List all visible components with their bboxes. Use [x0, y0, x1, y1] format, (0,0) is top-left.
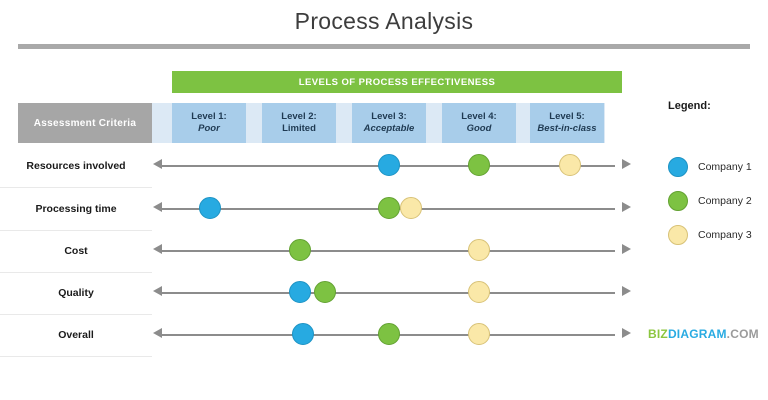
- rating-axis: [152, 145, 632, 187]
- level-header-4[interactable]: Level 4:Good: [442, 103, 516, 143]
- levels-banner: LEVELS OF PROCESS EFFECTIVENESS: [172, 71, 622, 93]
- data-marker[interactable]: [468, 239, 490, 261]
- criteria-row-label: Processing time: [35, 203, 117, 215]
- logo-part-com: .COM: [726, 327, 759, 341]
- level-header-title: Level 1:: [191, 111, 227, 122]
- axis-arrow-left-icon: [153, 159, 162, 169]
- level-header-2[interactable]: Level 2:Limited: [262, 103, 336, 143]
- axis-arrow-right-icon: [622, 244, 631, 254]
- level-header-title: Level 4:: [461, 111, 497, 122]
- legend-item[interactable]: Company 1: [668, 155, 768, 179]
- data-marker[interactable]: [289, 239, 311, 261]
- level-header-descriptor: Good: [466, 123, 492, 134]
- bizdiagram-logo: BIZDIAGRAM.COM: [648, 327, 759, 341]
- data-marker[interactable]: [378, 154, 400, 176]
- page-title: Process Analysis: [294, 8, 474, 34]
- data-marker[interactable]: [199, 197, 221, 219]
- rating-axis: [152, 314, 632, 356]
- axis-arrow-right-icon: [622, 159, 631, 169]
- axis-arrow-left-icon: [153, 244, 162, 254]
- assessment-criteria-header: Assessment Criteria: [18, 103, 152, 143]
- logo-part-biz: BIZ: [648, 327, 668, 341]
- axis-line: [161, 250, 615, 252]
- axis-arrow-left-icon: [153, 286, 162, 296]
- legend-swatch-icon: [668, 191, 688, 211]
- legend-swatch-icon: [668, 157, 688, 177]
- axis-arrow-left-icon: [153, 328, 162, 338]
- criteria-row-label: Resources involved: [26, 160, 126, 172]
- data-marker[interactable]: [378, 197, 400, 219]
- legend-item-label: Company 3: [698, 229, 752, 241]
- legend-item[interactable]: Company 2: [668, 189, 768, 213]
- logo-part-diagram: DIAGRAM: [667, 327, 727, 341]
- criteria-row-label: Cost: [64, 245, 88, 257]
- row-divider: [0, 314, 152, 315]
- data-marker[interactable]: [314, 281, 336, 303]
- level-header-descriptor: Acceptable: [363, 123, 415, 134]
- rating-axis: [152, 188, 632, 230]
- data-marker[interactable]: [378, 323, 400, 345]
- title-divider: [18, 44, 750, 49]
- data-marker[interactable]: [468, 323, 490, 345]
- level-header-title: Level 3:: [371, 111, 407, 122]
- criteria-row-label: Overall: [58, 329, 94, 341]
- axis-line: [161, 292, 615, 294]
- level-header-5[interactable]: Level 5:Best-in-class: [530, 103, 604, 143]
- legend-item[interactable]: Company 3: [668, 223, 768, 247]
- level-header-title: Level 5:: [549, 111, 585, 122]
- row-divider: [0, 272, 152, 273]
- rating-axis: [152, 230, 632, 272]
- criteria-row-label: Quality: [58, 287, 94, 299]
- level-header-title: Level 2:: [281, 111, 317, 122]
- data-marker[interactable]: [289, 281, 311, 303]
- legend-item-label: Company 2: [698, 195, 752, 207]
- level-header-descriptor: Limited: [282, 123, 316, 134]
- row-divider: [0, 356, 152, 357]
- row-divider: [0, 230, 152, 231]
- rating-axis: [152, 272, 632, 314]
- axis-arrow-right-icon: [622, 328, 631, 338]
- axis-arrow-left-icon: [153, 202, 162, 212]
- level-header-1[interactable]: Level 1:Poor: [172, 103, 246, 143]
- level-header-3[interactable]: Level 3:Acceptable: [352, 103, 426, 143]
- data-marker[interactable]: [559, 154, 581, 176]
- legend-swatch-icon: [668, 225, 688, 245]
- data-marker[interactable]: [292, 323, 314, 345]
- data-marker[interactable]: [468, 281, 490, 303]
- data-marker[interactable]: [468, 154, 490, 176]
- level-header-descriptor: Poor: [198, 123, 220, 134]
- row-divider: [0, 187, 152, 188]
- data-marker[interactable]: [400, 197, 422, 219]
- level-header-descriptor: Best-in-class: [537, 123, 597, 134]
- legend-title: Legend:: [668, 100, 711, 112]
- legend-item-label: Company 1: [698, 161, 752, 173]
- axis-arrow-right-icon: [622, 286, 631, 296]
- axis-arrow-right-icon: [622, 202, 631, 212]
